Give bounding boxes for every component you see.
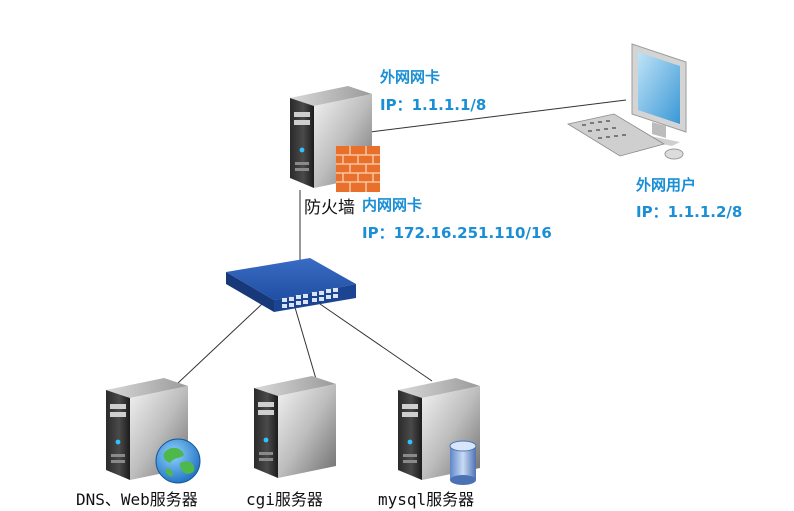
globe-icon bbox=[155, 438, 201, 484]
database-icon bbox=[449, 440, 477, 485]
dns-web-server-label: DNS、Web服务器 bbox=[76, 490, 198, 509]
workstation-icon bbox=[566, 43, 687, 160]
firewall-brick-icon bbox=[336, 146, 380, 192]
mysql-server-label: mysql服务器 bbox=[378, 490, 475, 509]
internal-nic-title: 内网网卡 bbox=[362, 196, 423, 214]
external-nic-ip: IP：1.1.1.1/8 bbox=[380, 96, 487, 114]
network-switch-icon bbox=[226, 258, 356, 312]
cgi-server-label: cgi服务器 bbox=[246, 490, 323, 509]
link-switch-dns bbox=[177, 303, 263, 384]
external-user-title: 外网用户 bbox=[636, 176, 697, 194]
link-switch-mysql bbox=[319, 303, 433, 382]
firewall-label: 防火墙 bbox=[304, 198, 355, 218]
external-nic-title: 外网网卡 bbox=[380, 68, 441, 86]
link-switch-cgi bbox=[293, 303, 317, 380]
external-user-ip: IP：1.1.1.2/8 bbox=[636, 203, 743, 221]
cgi-server-icon bbox=[254, 376, 336, 478]
link-firewall-user bbox=[369, 99, 627, 133]
internal-nic-ip: IP：172.16.251.110/16 bbox=[362, 224, 552, 242]
